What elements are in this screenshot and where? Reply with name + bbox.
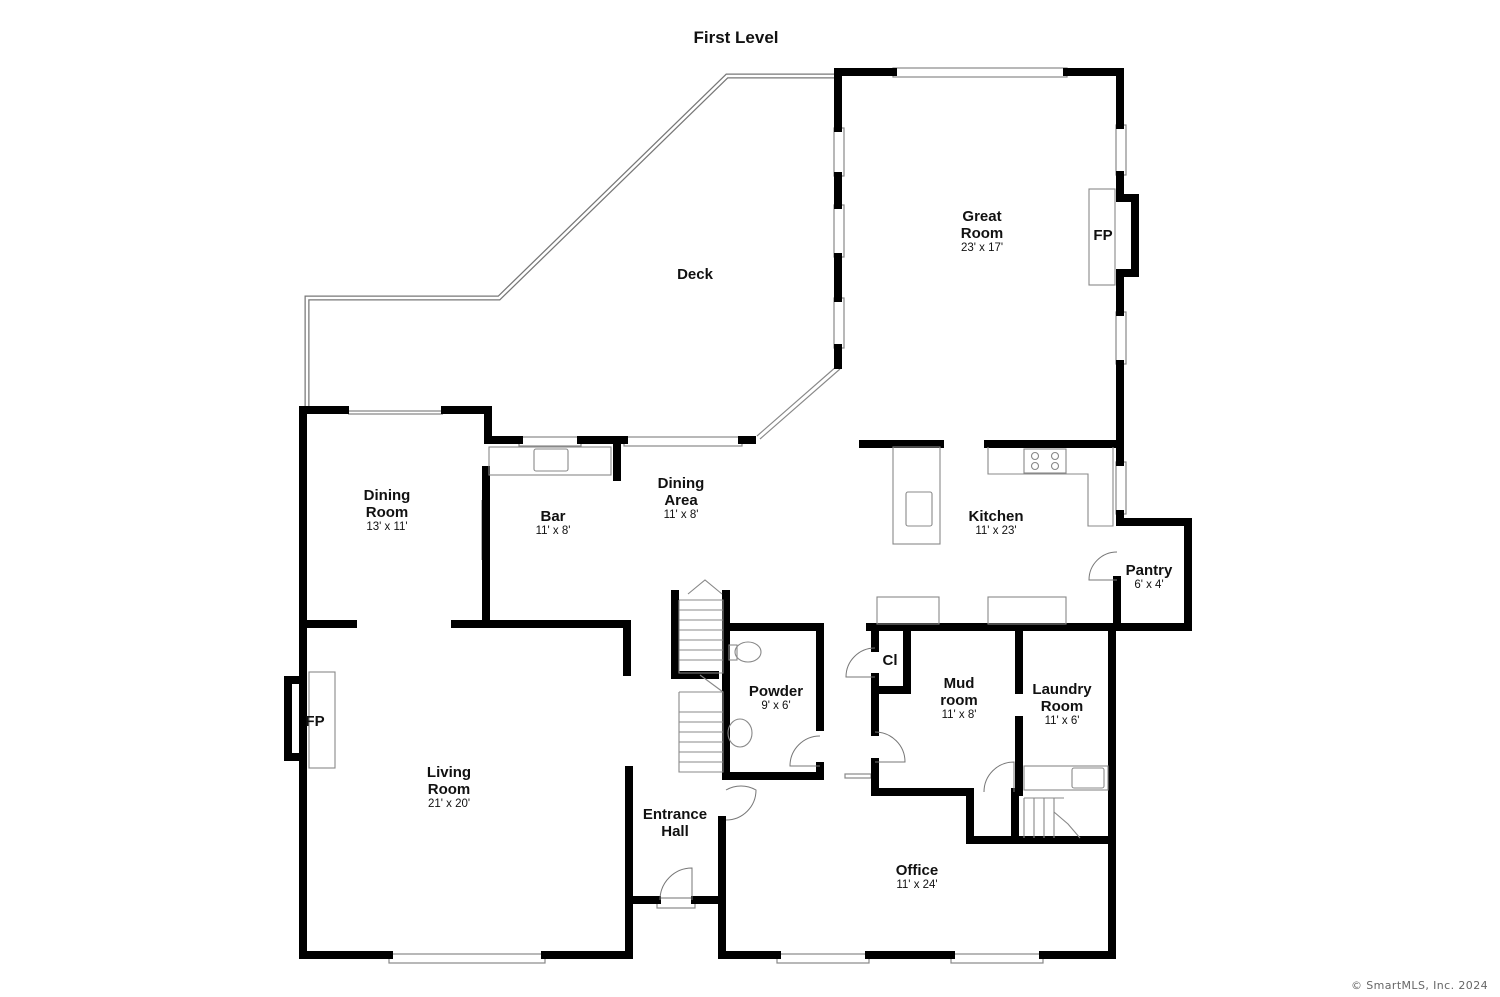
svg-text:Room: Room — [961, 225, 1004, 242]
closet-label: Cl — [883, 652, 898, 669]
kitchen-island — [892, 446, 941, 545]
kitchen-base-left — [876, 596, 940, 625]
svg-text:Pantry: Pantry — [1126, 562, 1173, 579]
room-labels: Great Room 23' x 17' FP Deck Dining Room… — [305, 208, 1173, 891]
living-room-fp-label: FP — [305, 713, 324, 730]
svg-text:Office: Office — [896, 862, 939, 879]
living-room-label: Living Room 21' x 20' — [427, 764, 471, 810]
svg-text:Dining: Dining — [364, 487, 411, 504]
powder-label: Powder 9' x 6' — [749, 683, 803, 712]
great-fp-hearth — [1088, 188, 1116, 286]
pantry-label: Pantry 6' x 4' — [1126, 562, 1173, 591]
dining-area-label: Dining Area 11' x 8' — [658, 475, 705, 521]
svg-text:Kitchen: Kitchen — [968, 508, 1023, 525]
entrance-hall-label: Entrance Hall — [643, 806, 707, 840]
kitchen-counter — [987, 447, 1114, 527]
sliding-doors — [348, 365, 841, 560]
office-label: Office 11' x 24' — [896, 862, 939, 891]
svg-text:Hall: Hall — [661, 823, 689, 840]
svg-text:Entrance: Entrance — [643, 806, 707, 823]
door-swings — [659, 551, 1118, 901]
svg-text:9' x 6': 9' x 6' — [761, 700, 790, 712]
svg-text:Room: Room — [366, 504, 409, 521]
deck-outline-inner — [305, 74, 838, 410]
kitchen-label: Kitchen 11' x 23' — [968, 508, 1023, 537]
deck-outline — [304, 73, 838, 410]
bar-counter — [488, 446, 612, 476]
svg-text:Mud: Mud — [944, 675, 975, 692]
svg-text:11' x 6': 11' x 6' — [1045, 715, 1080, 727]
island-sink — [905, 491, 933, 527]
bar-sink — [533, 448, 569, 472]
copyright-notice: © SmartMLS, Inc. 2024 — [1350, 979, 1488, 992]
deck-label: Deck — [677, 266, 714, 283]
svg-text:Area: Area — [664, 492, 698, 509]
powder-sink — [727, 718, 753, 748]
great-room-label: Great Room 23' x 17' — [961, 208, 1004, 254]
fixtures — [308, 188, 1116, 839]
laundry-counter — [1023, 765, 1109, 791]
bar-label: Bar 11' x 8' — [536, 508, 571, 537]
dining-room-label: Dining Room 13' x 11' — [364, 487, 411, 533]
svg-text:Laundry: Laundry — [1032, 681, 1092, 698]
svg-text:Room: Room — [1041, 698, 1084, 715]
plan-title: First Level — [693, 28, 778, 47]
toilet — [734, 641, 762, 663]
svg-text:Great: Great — [962, 208, 1001, 225]
kitchen-base-right — [987, 596, 1067, 625]
laundry-room-label: Laundry Room 11' x 6' — [1032, 681, 1092, 727]
walls — [284, 68, 1192, 959]
mud-room-label: Mud room 11' x 8' — [940, 675, 978, 721]
svg-text:21' x 20': 21' x 20' — [428, 798, 470, 810]
svg-text:Room: Room — [428, 781, 471, 798]
svg-text:Powder: Powder — [749, 683, 803, 700]
svg-text:Dining: Dining — [658, 475, 705, 492]
svg-text:Bar: Bar — [540, 508, 565, 525]
svg-text:11' x 24': 11' x 24' — [896, 879, 937, 891]
svg-text:23' x 17': 23' x 17' — [961, 242, 1003, 254]
cooktop — [1023, 448, 1067, 474]
svg-text:13' x 11': 13' x 11' — [366, 521, 407, 533]
svg-text:room: room — [940, 692, 978, 709]
great-room-fp-label: FP — [1093, 227, 1112, 244]
svg-text:11' x 8': 11' x 8' — [942, 709, 977, 721]
svg-text:11' x 8': 11' x 8' — [664, 509, 699, 521]
svg-text:6' x 4': 6' x 4' — [1134, 579, 1163, 591]
svg-text:11' x 8': 11' x 8' — [536, 525, 571, 537]
svg-text:11' x 23': 11' x 23' — [975, 525, 1016, 537]
living-fp-hearth — [308, 671, 336, 769]
svg-text:Living: Living — [427, 764, 471, 781]
laundry-sink — [1071, 767, 1105, 789]
